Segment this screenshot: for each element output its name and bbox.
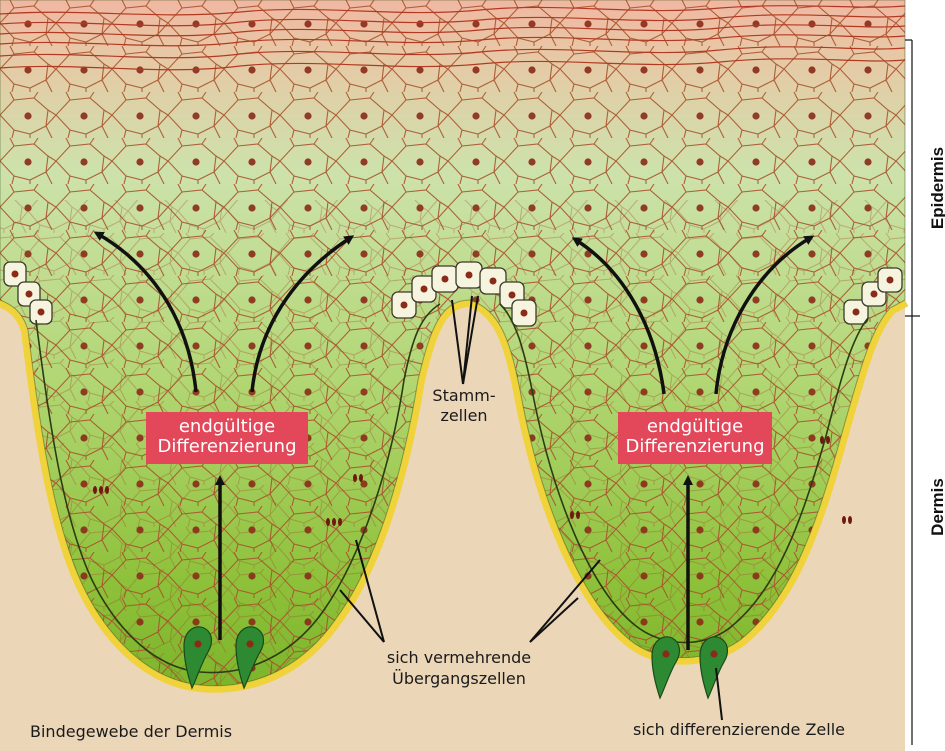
transit-cells-label: sich vermehrende Übergangszellen	[366, 647, 552, 689]
box-right-line-2: Differenzierung	[618, 437, 772, 457]
box-left-line-1: endgültige	[146, 417, 308, 437]
epidermis-layer-label: Epidermis	[928, 138, 945, 238]
dermis-layer-label: Dermis	[928, 457, 945, 557]
differentiating-cell-label: sich differenzierende Zelle	[633, 720, 845, 739]
transit-label-line-1: sich vermehrende	[366, 647, 552, 668]
transit-label-line-2: Übergangszellen	[366, 668, 552, 689]
connective-tissue-label: Bindegewebe der Dermis	[30, 722, 232, 741]
stem-label-line-1: Stamm-	[416, 386, 512, 406]
stem-cells-label: Stamm- zellen	[416, 386, 512, 426]
box-left-line-2: Differenzierung	[146, 437, 308, 457]
label-box-differentiation-left: endgültige Differenzierung	[146, 412, 308, 464]
box-right-line-1: endgültige	[618, 417, 772, 437]
stem-label-line-2: zellen	[416, 406, 512, 426]
label-box-differentiation-right: endgültige Differenzierung	[618, 412, 772, 464]
layer-bracket	[905, 40, 920, 745]
